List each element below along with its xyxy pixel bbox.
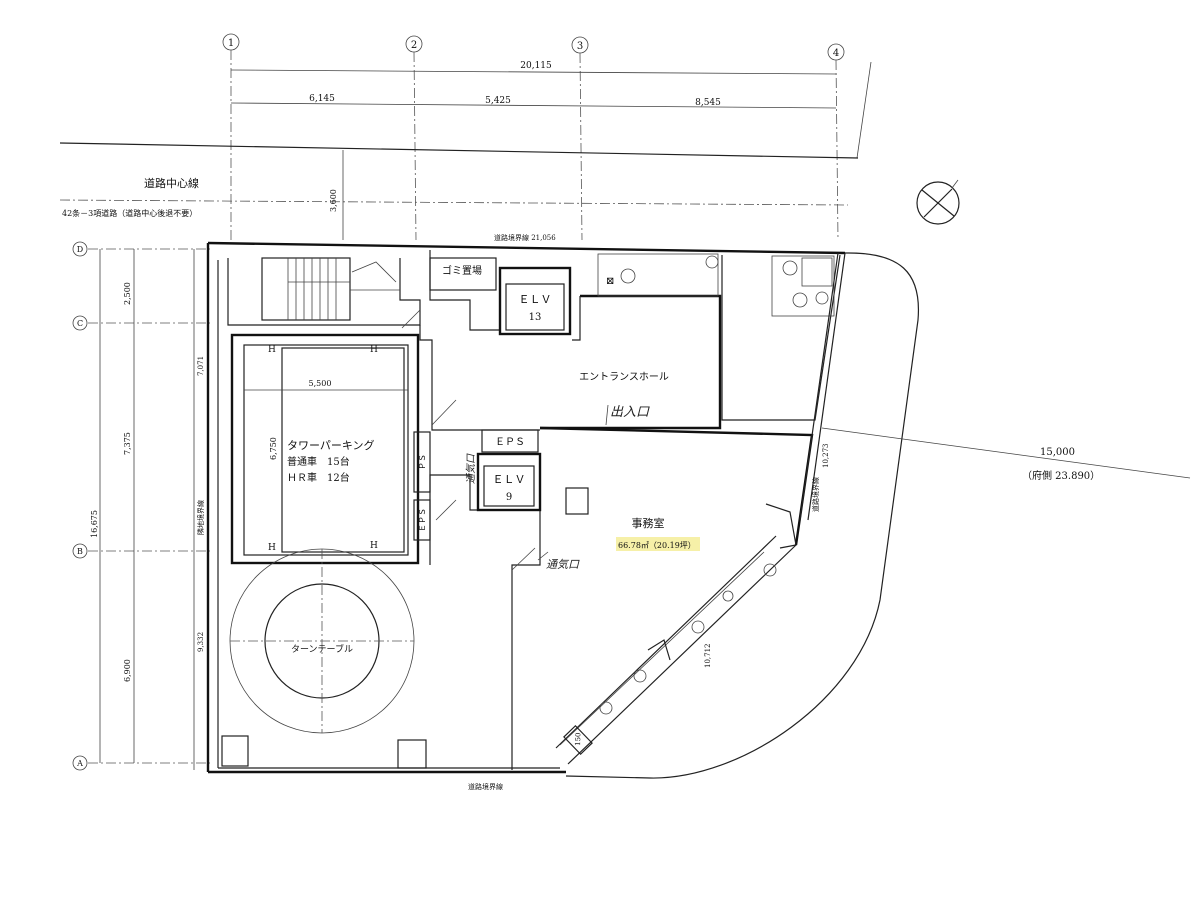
site-outline: 道路境界線 21,056 道路境界線	[206, 233, 920, 791]
grid-label-C: C	[77, 319, 83, 328]
handwritten-side: 通気口	[465, 453, 477, 484]
east-road-width: 15,000	[1040, 447, 1075, 458]
boundary-right-label: 道路境界線	[811, 477, 820, 512]
elevator-9-number: 9	[506, 492, 512, 503]
parking-normal: 普通車 15台	[287, 455, 350, 468]
office-area: 66.78㎡（20.19坪）	[618, 541, 696, 550]
dim-span-2: 5,425	[485, 96, 511, 106]
svg-text:H: H	[268, 345, 276, 355]
elevator-13: ＥＬＶ 13	[498, 266, 572, 336]
svg-text:H: H	[370, 345, 378, 355]
eps-side: ＥＰＳ	[413, 499, 431, 541]
handwritten-window: 通気口	[546, 558, 580, 571]
east-boundary: 道路境界線 10,273 15,000 （府側 23.890）	[799, 252, 1191, 521]
dim-east-slope-2: 10,712	[704, 644, 712, 669]
dim-parking-width: 5,500	[309, 379, 332, 388]
elevator-13-label: ＥＬＶ	[519, 293, 552, 306]
ps-label: ＰＳ	[418, 454, 427, 470]
grid-label-2: 2	[411, 40, 417, 51]
elevator-9-label: ＥＬＶ	[493, 473, 526, 486]
parking-hr: ＨＲ車 12台	[287, 471, 350, 484]
dim-span-1: 6,145	[309, 94, 335, 104]
ps-shaft: ＰＳ	[413, 431, 431, 493]
grid-label-D: D	[77, 245, 83, 254]
office-room: 事務室 66.78㎡（20.19坪） 通気口 150 10,712	[537, 426, 814, 765]
dim-overall: 20,115	[520, 61, 552, 71]
boundary-top-label: 道路境界線 21,056	[494, 233, 556, 242]
grid-label-4: 4	[833, 48, 839, 59]
svg-text:⊠: ⊠	[606, 276, 614, 287]
dim-east-wall: 7,071	[197, 356, 205, 376]
handwritten-side-note: 通気口	[465, 453, 477, 484]
office-label: 事務室	[632, 516, 665, 530]
eps-side-label: ＥＰＳ	[418, 508, 427, 532]
dimension-lines-top: 20,115 6,145 5,425 8,545	[230, 61, 872, 159]
grid-label-3: 3	[577, 41, 583, 52]
grid-axes-top: 1 2 3 4	[222, 33, 845, 241]
svg-text:H: H	[370, 541, 378, 551]
turntable-label: ターンテーブル	[291, 643, 353, 655]
dim-d-c: 2,500	[123, 282, 132, 305]
handwritten-exit: 出入口	[610, 405, 650, 420]
grid-label-A: A	[76, 759, 83, 768]
elevator-9: ＥＬＶ 9	[476, 452, 542, 512]
elevator-13-number: 13	[529, 312, 542, 323]
tower-parking: 5,500 6,750 タワーパーキング 普通車 15台 ＨＲ車 12台 H H…	[230, 333, 420, 565]
dimension-lines-left: 16,675 2,500 7,375 6,900 7,071 9,332 隣地境…	[90, 249, 205, 770]
entrance-label: エントランスホール	[579, 371, 669, 383]
dim-c-b: 7,375	[123, 432, 132, 455]
eps-top: ＥＰＳ	[481, 429, 539, 453]
entrance-hall: エントランスホール 出入口 ⊠	[540, 253, 722, 430]
office-area-highlight	[616, 537, 700, 551]
grid-axes-left: D C B A	[72, 241, 210, 771]
planter-northeast	[620, 254, 841, 421]
dim-parking-depth: 6,750	[269, 437, 278, 460]
eps-top-label: ＥＰＳ	[495, 437, 525, 448]
dim-small-150: 150	[574, 732, 582, 746]
parking-title: タワーパーキング	[287, 438, 375, 452]
svg-text:H: H	[268, 543, 276, 553]
road-area: 道路中心線 42条－3項道路（道路中心後退不要） 3,600	[59, 142, 859, 240]
boundary-left-label: 隣地境界線	[196, 500, 205, 535]
turntable: ターンテーブル	[221, 548, 427, 769]
grid-label-1: 1	[228, 38, 234, 49]
dim-east-slope-1: 10,273	[822, 444, 830, 469]
grid-label-B: B	[77, 547, 83, 556]
garbage-label: ゴミ置場	[442, 264, 482, 277]
boundary-bottom-label: 道路境界線	[468, 782, 503, 791]
stair-core	[227, 257, 421, 326]
dim-span-3: 8,545	[695, 98, 721, 108]
dim-b-a: 6,900	[123, 659, 132, 682]
east-road-note: （府側 23.890）	[1022, 469, 1100, 482]
garbage-room: ゴミ置場	[429, 257, 497, 291]
dim-west-lower: 9,332	[197, 632, 205, 652]
dim-total-height: 16,675	[90, 510, 99, 538]
road-centerline-label: 道路中心線	[144, 176, 199, 190]
road-type-label: 42条－3項道路（道路中心後退不要）	[62, 208, 197, 218]
dim-road-offset: 3,600	[329, 189, 338, 212]
north-arrow-icon	[916, 179, 960, 225]
